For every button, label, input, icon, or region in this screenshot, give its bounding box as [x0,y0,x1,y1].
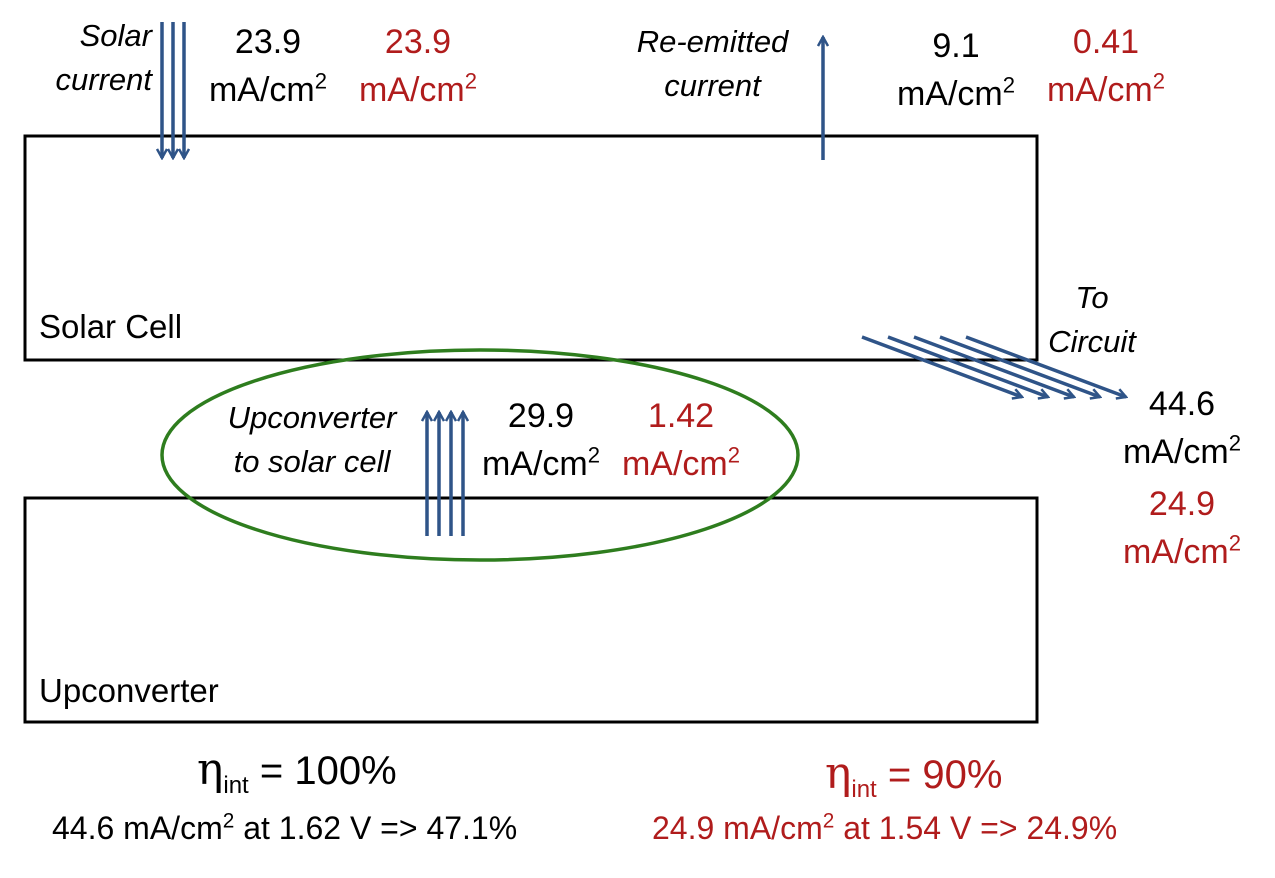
to-circuit-arrow [887,335,1048,397]
to-circuit-label: To Circuit [1040,276,1144,364]
value-number: 23.9 [384,23,452,61]
eta-left: ηint = 100% [197,744,397,798]
reemitted-red-value: 0.41 mA/cm2 [1036,18,1176,114]
solar-cell-label: Solar Cell [39,308,183,345]
solar-current-label-line2: current [55,62,152,97]
to-circuit-arrow [965,335,1126,397]
to-circuit-label-line2: Circuit [1048,324,1136,359]
value-unit: mA/cm2 [481,442,601,483]
value-unit: mA/cm2 [358,68,478,109]
value-unit: mA/cm2 [1046,68,1166,109]
to-circuit-arrow [861,335,1022,397]
solar-current-red-value: 23.9 mA/cm2 [348,18,488,114]
eta-right: ηint = 90% [825,748,1003,802]
upconverter-label: Upconverter [39,672,219,709]
upconverter-black-value: 29.9 mA/cm2 [470,392,612,488]
highlight-ellipse [160,348,800,562]
upconverter-red-value: 1.42 mA/cm2 [610,392,752,488]
solar-current-black-value: 23.9 mA/cm2 [200,18,336,114]
value-number: 1.42 [647,397,715,435]
efficiency-right-line: 24.9 mA/cm2 at 1.54 V => 24.9% [652,809,1118,846]
reemitted-current-label: Re-emitted current [625,20,800,108]
upconverter-box [23,496,1039,724]
value-number: 9.1 [932,27,980,65]
value-unit: mA/cm2 [896,72,1016,113]
eta-value: = 90% [887,753,1003,797]
to-circuit-black-value: 44.6 mA/cm2 [1108,380,1256,476]
eta-symbol: η [825,748,852,799]
value-number: 44.6 [1148,385,1216,423]
value-unit: mA/cm2 [1122,530,1242,571]
value-unit: mA/cm2 [1122,430,1242,471]
upconverter-to-cell-label: Upconverter to solar cell [212,396,412,484]
efficiency-left-line: 44.6 mA/cm2 at 1.62 V => 47.1% [52,809,518,846]
value-number: 29.9 [507,397,575,435]
eta-value: = 100% [259,749,397,793]
value-number: 23.9 [234,23,302,61]
upconverter-label-line2: to solar cell [233,444,391,479]
solar-current-arrows [162,22,184,158]
reemitted-label-line2: current [664,68,761,103]
reemitted-label-line1: Re-emitted [636,24,789,59]
solar-current-label: Solar current [30,14,152,102]
value-unit: mA/cm2 [208,68,328,109]
to-circuit-arrow [939,335,1100,397]
to-circuit-label-line1: To [1075,280,1109,315]
reemitted-black-value: 9.1 mA/cm2 [886,22,1026,118]
eta-symbol: η [197,744,224,795]
eta-subscript: int [223,772,249,799]
upconverter-arrows [427,412,463,536]
solar-current-label-line1: Solar [79,18,152,53]
to-circuit-arrow [913,335,1074,397]
upconverter-label-line1: Upconverter [227,400,397,435]
eta-subscript: int [851,776,877,803]
solar-cell-box [23,134,1039,362]
value-number: 0.41 [1072,23,1140,61]
to-circuit-red-value: 24.9 mA/cm2 [1108,480,1256,576]
value-number: 24.9 [1148,485,1216,523]
value-unit: mA/cm2 [621,442,741,483]
to-circuit-arrows [861,335,1126,397]
